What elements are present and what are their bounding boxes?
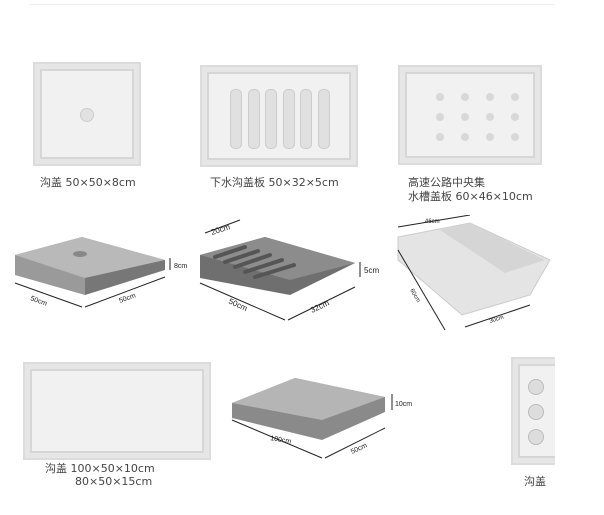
slab1-diagram: 8cm 50cm 50cm (14, 237, 187, 308)
dot-grid (436, 93, 519, 141)
label: 8cm (174, 263, 187, 270)
product-caption: 下水沟盖板 50×32×5cm (210, 176, 339, 189)
product-caption-line1: 沟盖 100×50×10cm (45, 462, 155, 475)
center-hole (80, 108, 94, 122)
mold-median-cover (398, 65, 542, 165)
product-caption: 沟盖 (524, 475, 546, 488)
product-caption-line2: 80×50×15cm (75, 475, 153, 488)
mold-partial (511, 357, 555, 467)
svg-text:20cm: 20cm (210, 222, 232, 237)
svg-text:50cm: 50cm (227, 297, 249, 314)
svg-text:60cm: 60cm (408, 288, 421, 304)
mold-square-cover (33, 62, 141, 166)
dimension-diagrams: 8cm 50cm 50cm 20cm 5cm 50cm 32cm 46cm 60… (14, 215, 551, 331)
product-caption: 沟盖 50×50×8cm (40, 176, 136, 189)
svg-text:50cm: 50cm (29, 295, 48, 307)
slab4-diagram: 10cm 100cm 50cm (231, 378, 412, 459)
svg-text:30cm: 30cm (489, 315, 505, 325)
product-caption-line1: 高速公路中央集 (408, 176, 485, 189)
product-caption-line2: 水槽盖板 60×46×10cm (408, 190, 533, 203)
mold-large-cover (23, 362, 211, 460)
slab2-diagram: 20cm 5cm 50cm 32cm (199, 219, 379, 321)
slots (230, 89, 330, 149)
mold-drain-cover (200, 65, 358, 167)
svg-text:32cm: 32cm (309, 298, 331, 315)
svg-text:5cm: 5cm (364, 266, 379, 275)
slab3-diagram: 46cm 60cm 30cm (397, 215, 551, 331)
svg-text:10cm: 10cm (395, 401, 412, 408)
svg-text:46cm: 46cm (425, 219, 440, 225)
svg-text:100cm: 100cm (270, 435, 292, 446)
top-divider (30, 4, 555, 5)
svg-text:50cm: 50cm (118, 292, 137, 304)
